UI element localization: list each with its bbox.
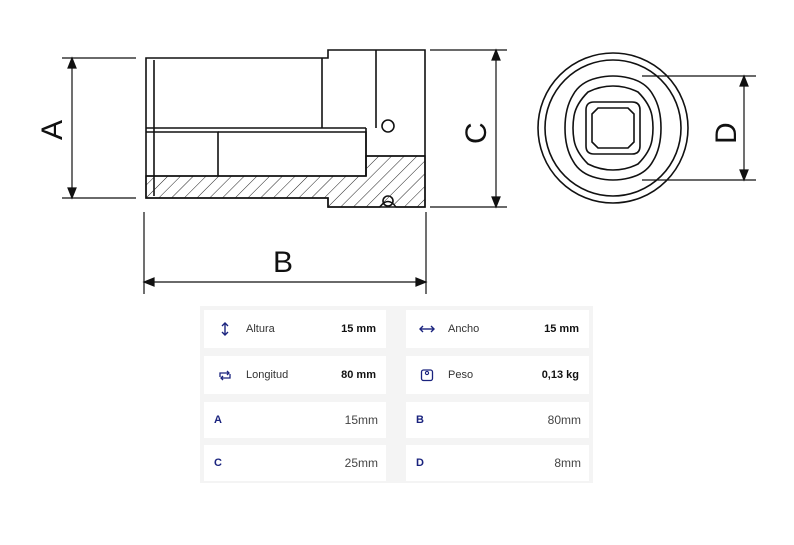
measure-c: C 25mm (204, 445, 386, 481)
dimension-c-label: C (460, 122, 493, 144)
measure-c-letter: C (214, 457, 222, 469)
length-arrows-icon (214, 364, 236, 386)
section-hatch (145, 155, 426, 208)
technical-drawing: A B C D (36, 48, 756, 294)
dimension-a-label: A (36, 120, 69, 140)
spec-peso-value: 0,13 kg (541, 369, 579, 381)
measure-d-value: 8mm (554, 456, 581, 470)
horizontal-arrow-icon (416, 318, 438, 340)
dimension-c (430, 48, 507, 209)
dimension-d (642, 74, 756, 182)
weight-icon (416, 364, 438, 386)
measure-b-value: 80mm (547, 413, 581, 427)
dimension-a (62, 56, 136, 200)
spec-panel: Altura 15 mm Ancho 15 mm Longitud 80 mm … (200, 306, 593, 483)
vertical-arrow-icon (214, 318, 236, 340)
measure-a: A 15mm (204, 402, 386, 438)
measure-b-letter: B (416, 414, 424, 426)
spec-longitud-label: Longitud (246, 369, 289, 381)
spec-ancho-label: Ancho (448, 323, 480, 335)
measure-d-letter: D (416, 457, 424, 469)
measure-a-letter: A (214, 414, 222, 426)
spec-longitud-value: 80 mm (341, 369, 376, 381)
spec-altura-value: 15 mm (341, 323, 376, 335)
measure-d: D 8mm (406, 445, 589, 481)
spec-altura-label: Altura (246, 323, 275, 335)
spec-peso-label: Peso (448, 369, 474, 381)
measure-c-value: 25mm (344, 456, 378, 470)
measure-b: B 80mm (406, 402, 589, 438)
socket-end-view (537, 52, 689, 204)
measure-a-value: 15mm (344, 413, 378, 427)
dimension-b-label: B (273, 246, 293, 279)
spec-peso: Peso 0,13 kg (406, 356, 589, 394)
dimension-d-label: D (710, 122, 743, 144)
spec-altura: Altura 15 mm (204, 310, 386, 348)
dimension-b (142, 212, 428, 294)
spec-ancho-value: 15 mm (544, 323, 579, 335)
spec-ancho: Ancho 15 mm (406, 310, 589, 348)
spec-longitud: Longitud 80 mm (204, 356, 386, 394)
